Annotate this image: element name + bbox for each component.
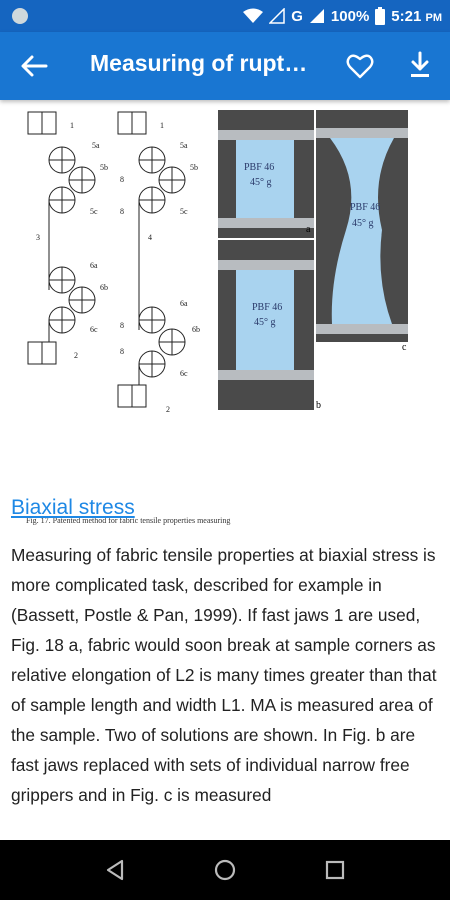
- back-triangle-icon[interactable]: [103, 858, 127, 882]
- figure-caption: Fig. 17. Patented method for fabric tens…: [26, 516, 231, 525]
- svg-text:8: 8: [120, 175, 124, 184]
- svg-text:6a: 6a: [180, 299, 188, 308]
- svg-text:6a: 6a: [90, 261, 98, 270]
- svg-text:5c: 5c: [90, 207, 98, 216]
- svg-text:1: 1: [70, 121, 74, 130]
- status-bar: G 100% 5:21 PM: [0, 0, 450, 32]
- download-icon[interactable]: [405, 50, 435, 80]
- battery-icon: [375, 7, 386, 25]
- signal-full-icon: [309, 9, 324, 23]
- photo-b: PBF 46 45° g b: [218, 240, 321, 411]
- svg-text:45° g: 45° g: [254, 317, 276, 328]
- clock: 5:21 PM: [391, 7, 442, 25]
- svg-text:8: 8: [120, 347, 124, 356]
- svg-text:2: 2: [166, 405, 170, 414]
- svg-text:5c: 5c: [180, 207, 188, 216]
- recents-square-icon[interactable]: [323, 858, 347, 882]
- arrow-back-icon[interactable]: [18, 50, 50, 82]
- app-bar: Measuring of rupt…: [0, 32, 450, 100]
- svg-text:a: a: [306, 224, 311, 235]
- navigation-bar: [0, 840, 450, 900]
- svg-text:c: c: [402, 342, 407, 353]
- svg-text:PBF 46: PBF 46: [350, 202, 380, 213]
- svg-text:8: 8: [120, 207, 124, 216]
- article-paragraph: Measuring of fabric tensile properties a…: [11, 545, 437, 805]
- svg-text:5b: 5b: [100, 163, 108, 172]
- photo-a: PBF 46 45° g a: [218, 110, 314, 238]
- signal-icon: [269, 8, 285, 24]
- svg-text:PBF 46: PBF 46: [252, 302, 282, 313]
- svg-text:6b: 6b: [192, 325, 200, 334]
- svg-text:5a: 5a: [92, 141, 100, 150]
- svg-text:PBF 46: PBF 46: [244, 162, 274, 173]
- svg-text:45° g: 45° g: [250, 177, 272, 188]
- status-indicators: G 100% 5:21 PM: [243, 0, 442, 32]
- svg-text:6b: 6b: [100, 283, 108, 292]
- svg-text:5b: 5b: [190, 163, 198, 172]
- svg-text:2: 2: [74, 351, 78, 360]
- notification-icon: [12, 8, 28, 24]
- network-type: G: [291, 7, 303, 25]
- svg-text:4: 4: [148, 233, 152, 242]
- photo-c: PBF 46 45° g c: [316, 110, 408, 353]
- article-content[interactable]: 1 5a 5b 5c 3 6a 6b 6c 2 1 5a 5b 5: [0, 100, 450, 840]
- section-heading-link[interactable]: Biaxial stress: [11, 496, 135, 519]
- svg-text:6c: 6c: [180, 369, 188, 378]
- svg-text:5a: 5a: [180, 141, 188, 150]
- svg-text:8: 8: [120, 321, 124, 330]
- svg-text:1: 1: [160, 121, 164, 130]
- svg-text:b: b: [316, 400, 321, 411]
- figure-diagram: 1 5a 5b 5c 3 6a 6b 6c 2 1 5a 5b 5: [27, 110, 408, 414]
- svg-text:45° g: 45° g: [352, 218, 374, 229]
- svg-text:3: 3: [36, 233, 40, 242]
- home-circle-icon[interactable]: [213, 858, 237, 882]
- heart-outline-icon[interactable]: [346, 52, 374, 80]
- wifi-icon: [243, 8, 264, 23]
- svg-text:6c: 6c: [90, 325, 98, 334]
- battery-percent: 100%: [330, 7, 370, 25]
- page-title: Measuring of rupt…: [90, 50, 308, 76]
